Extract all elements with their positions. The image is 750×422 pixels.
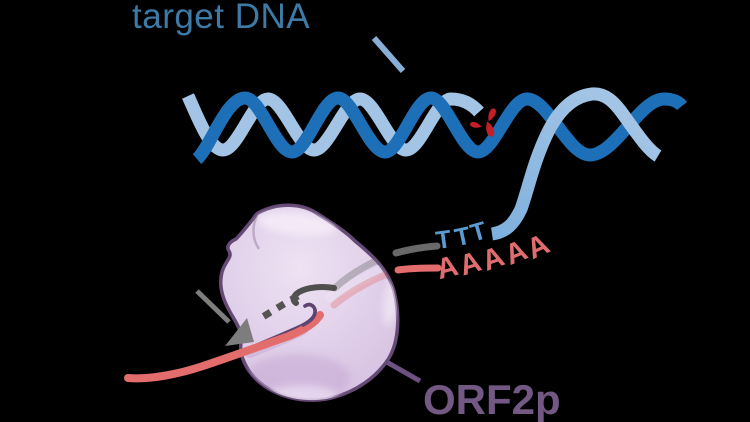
target-dna-pointer-line bbox=[371, 36, 406, 73]
rna-poly-a-strand bbox=[394, 264, 442, 274]
protein-gloss-top bbox=[257, 212, 337, 236]
protein-fold-line bbox=[252, 215, 261, 250]
nick-splash-icon bbox=[470, 108, 497, 137]
solid-arrow-line bbox=[195, 289, 231, 324]
target-strand-gray bbox=[392, 242, 441, 257]
dashed-arrow bbox=[259, 292, 300, 321]
arrowhead bbox=[225, 318, 254, 346]
orf2p-protein bbox=[218, 203, 400, 402]
cdna-strand-exit bbox=[124, 311, 324, 383]
dna-strand-dark bbox=[192, 91, 688, 164]
target-dna-label: target DNA bbox=[132, 0, 311, 36]
cleft-curl-over bbox=[301, 302, 317, 327]
dna-helix bbox=[182, 87, 688, 241]
dna-strand-light-right-descending bbox=[490, 87, 662, 241]
orf2p-label: ORF2p bbox=[423, 376, 561, 422]
protein-gloss-bottom bbox=[266, 385, 338, 401]
strand-track-highlight bbox=[325, 238, 398, 302]
